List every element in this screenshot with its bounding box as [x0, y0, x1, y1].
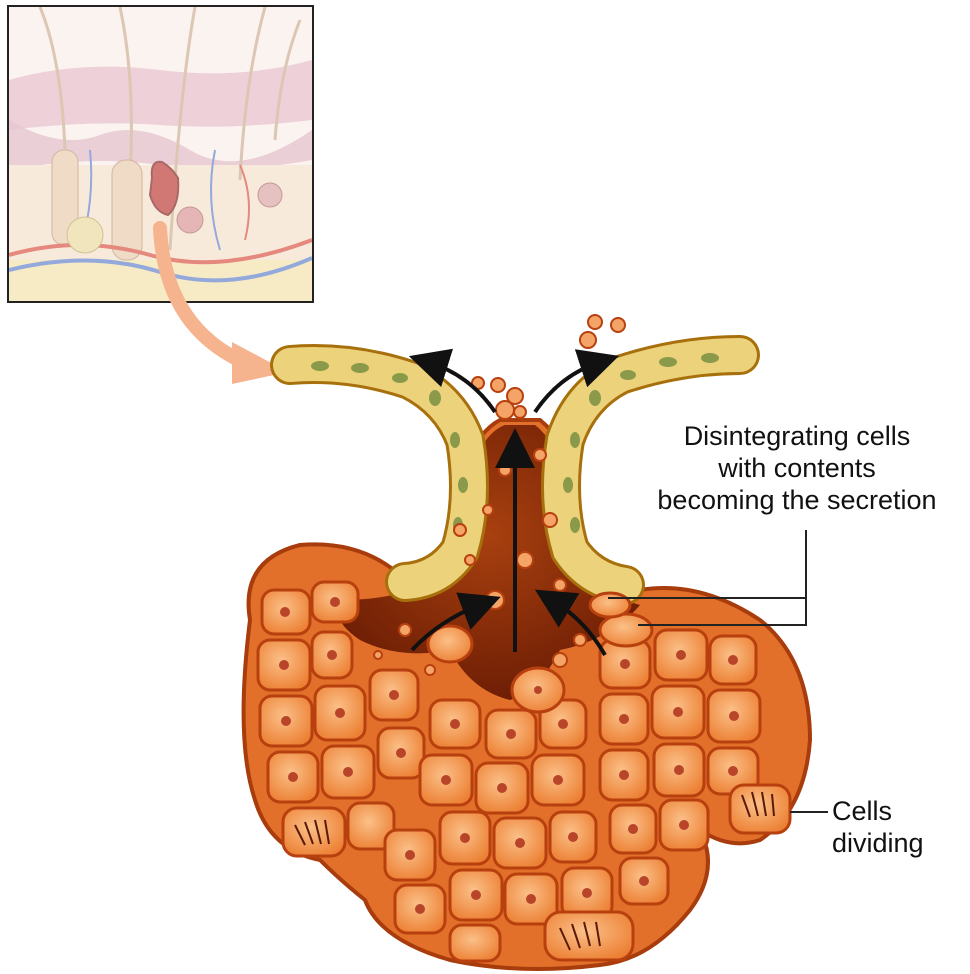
secretion-label-line3: becoming the secretion — [622, 484, 970, 516]
cells-dividing-label-line1: Cells — [832, 795, 924, 827]
secretion-label: Disintegrating cells with contents becom… — [622, 420, 970, 516]
secretion-label-line1: Disintegrating cells — [622, 420, 970, 452]
cells-dividing-label-line2: dividing — [832, 827, 924, 859]
secretion-label-line2: with contents — [622, 452, 970, 484]
cells-dividing-label: Cells dividing — [832, 795, 924, 859]
